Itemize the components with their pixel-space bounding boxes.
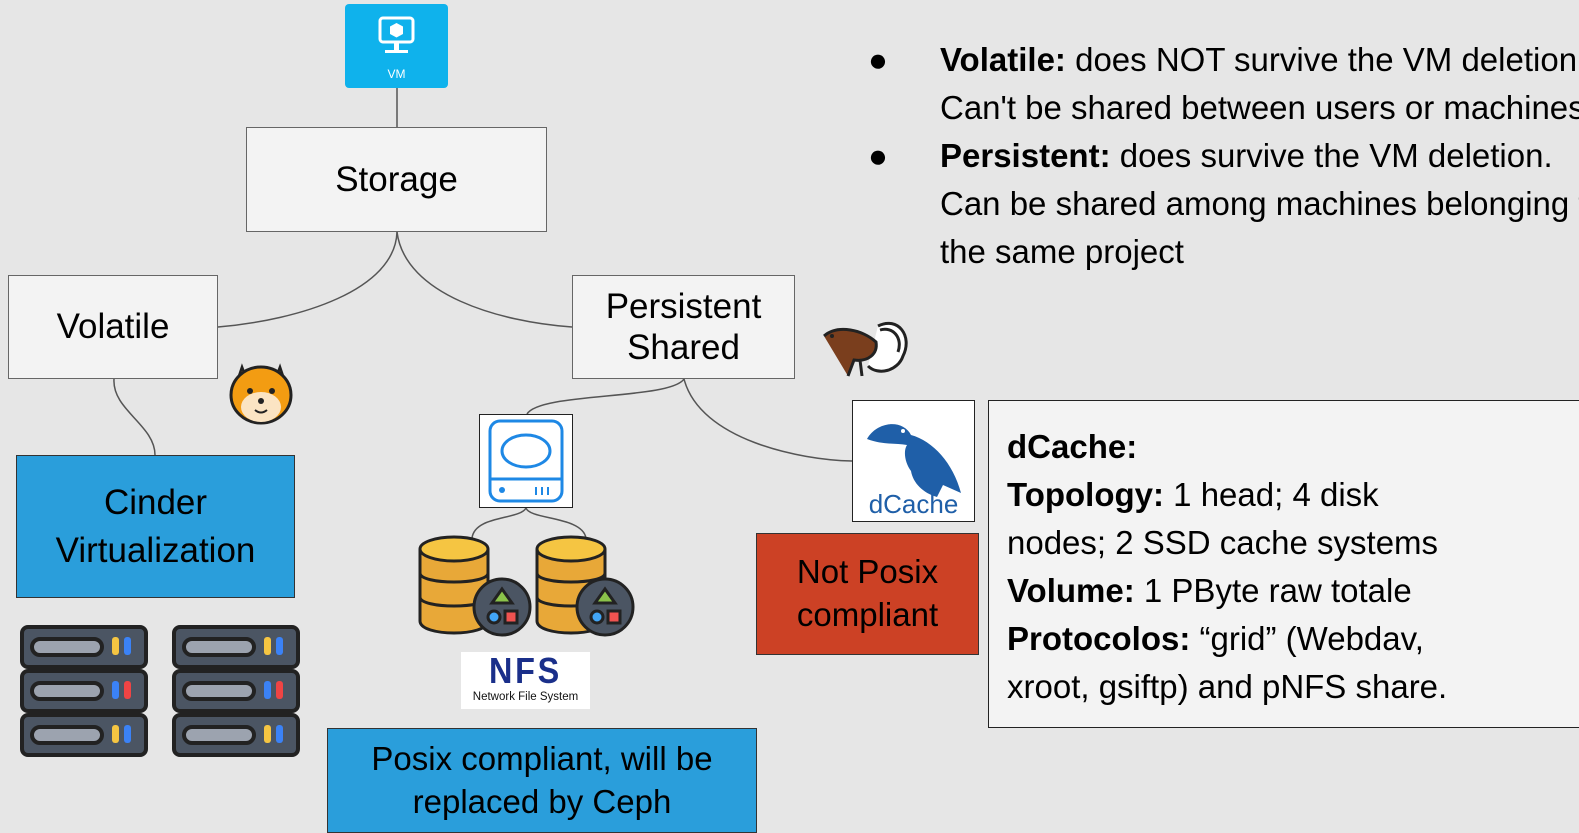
cinder-label: Cinder bbox=[103, 483, 208, 523]
database-icon bbox=[418, 535, 532, 637]
bullet-persistent-text: does survive the VM deletion. bbox=[1110, 137, 1553, 174]
not-posix-line1: Not Posix bbox=[796, 553, 939, 591]
topology-label: Topology: bbox=[1007, 476, 1165, 513]
dcache-logo: dCache bbox=[852, 400, 975, 522]
nfs-logo-title: NFS bbox=[489, 650, 562, 691]
storage-label: Storage bbox=[335, 159, 458, 199]
volatile-label: Volatile bbox=[56, 307, 170, 347]
volatile-node: Volatile bbox=[8, 275, 218, 379]
posix-line1: Posix compliant, will be bbox=[371, 739, 713, 777]
dcache-info-box: dCache: Topology: 1 head; 4 disk nodes; … bbox=[988, 400, 1579, 728]
server-rack-icon bbox=[172, 625, 300, 757]
dcache-info-title: dCache: bbox=[1007, 428, 1138, 465]
bullet-persistent-term: Persistent: bbox=[940, 137, 1111, 174]
volume-value: 1 PByte raw totale bbox=[1134, 572, 1412, 609]
not-posix-line2: compliant bbox=[796, 596, 939, 633]
bullet-persistent-line3: the same project bbox=[940, 233, 1184, 270]
vm-icon: VM bbox=[345, 4, 448, 88]
nfs-logo-subtitle: Network File System bbox=[472, 691, 579, 703]
hard-drive-icon bbox=[479, 414, 573, 508]
bullet-persistent: ● Persistent: does survive the VM deleti… bbox=[868, 132, 1579, 276]
shared-label: Shared bbox=[627, 328, 740, 367]
bullet-list: ● Volatile: does NOT survive the VM dele… bbox=[868, 36, 1579, 276]
bullet-volatile-term: Volatile: bbox=[940, 41, 1066, 78]
protocols-value: “grid” (Webdav, bbox=[1190, 620, 1424, 657]
database-icon bbox=[535, 535, 635, 637]
bullet-volatile-line2: Can't be shared between users or machine… bbox=[940, 89, 1579, 126]
storage-node: Storage bbox=[246, 127, 547, 232]
topology-value: 1 head; 4 disk bbox=[1164, 476, 1379, 513]
bullet-volatile-text: does NOT survive the VM deletion. bbox=[1065, 41, 1579, 78]
bullet-persistent-line2: Can be shared among machines belonging t… bbox=[940, 185, 1579, 222]
skunk-icon bbox=[823, 321, 908, 377]
dcache-logo-text: dCache bbox=[868, 489, 959, 519]
persistent-shared-node: Persistent Shared bbox=[572, 275, 795, 379]
protocols-label: Protocolos: bbox=[1007, 620, 1191, 657]
posix-line2: replaced by Ceph bbox=[412, 782, 672, 820]
vm-label: VM bbox=[387, 67, 406, 81]
persistent-label: Persistent bbox=[605, 286, 762, 326]
not-posix-compliant-box: Not Posix compliant bbox=[756, 533, 979, 655]
nfs-logo: NFS Network File System bbox=[461, 652, 590, 709]
posix-compliant-box: Posix compliant, will be replaced by Cep… bbox=[327, 728, 757, 833]
chipmunk-icon bbox=[229, 363, 293, 425]
virtualization-label: Virtualization bbox=[55, 530, 256, 570]
protocols-value-cont: xroot, gsiftp) and pNFS share. bbox=[1007, 668, 1448, 705]
server-rack-icon bbox=[20, 625, 148, 757]
topology-value-cont: nodes; 2 SSD cache systems bbox=[1007, 524, 1439, 561]
bullet-volatile: ● Volatile: does NOT survive the VM dele… bbox=[868, 36, 1579, 132]
cinder-virtualization-box: Cinder Virtualization bbox=[16, 455, 295, 598]
volume-label: Volume: bbox=[1007, 572, 1135, 609]
